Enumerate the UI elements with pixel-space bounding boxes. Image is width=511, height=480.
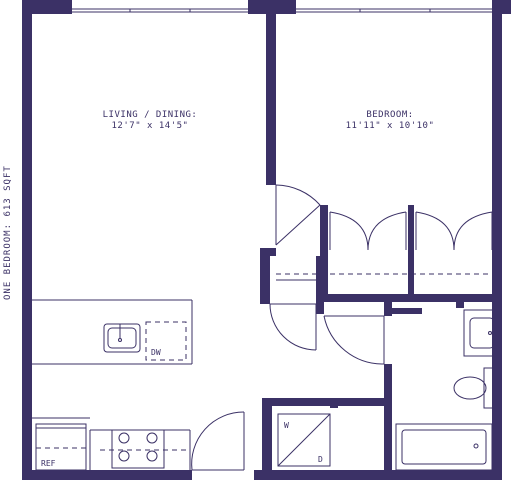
stove-icon xyxy=(100,429,190,469)
kitchen-counter xyxy=(32,417,191,470)
dishwasher-icon xyxy=(145,321,187,361)
washer-dryer-icon xyxy=(277,413,331,467)
toilet-icon xyxy=(453,367,497,409)
dryer-label: D xyxy=(318,455,323,464)
refrigerator-icon xyxy=(35,423,87,471)
bathroom-vanity-icon xyxy=(463,309,501,357)
dishwasher-label: DW xyxy=(151,348,161,357)
washer-label: W xyxy=(284,421,289,430)
living-room-dimensions: 12'7" x 14'5" xyxy=(112,121,189,131)
bathtub-icon xyxy=(395,423,493,471)
unit-title: ONE BEDROOM: 613 SQFT xyxy=(3,165,13,300)
windows xyxy=(72,8,492,13)
sink-icon xyxy=(103,323,141,353)
closet-bifold-doors xyxy=(276,211,493,281)
interior-walls xyxy=(260,0,502,480)
bedroom-name: BEDROOM: xyxy=(366,110,413,120)
kitchen-island xyxy=(32,299,193,365)
doors xyxy=(191,184,385,471)
refrigerator-label: REF xyxy=(41,459,56,468)
bedroom-dimensions: 11'11" x 10'10" xyxy=(346,121,435,131)
living-room-name: LIVING / DINING: xyxy=(103,110,198,120)
